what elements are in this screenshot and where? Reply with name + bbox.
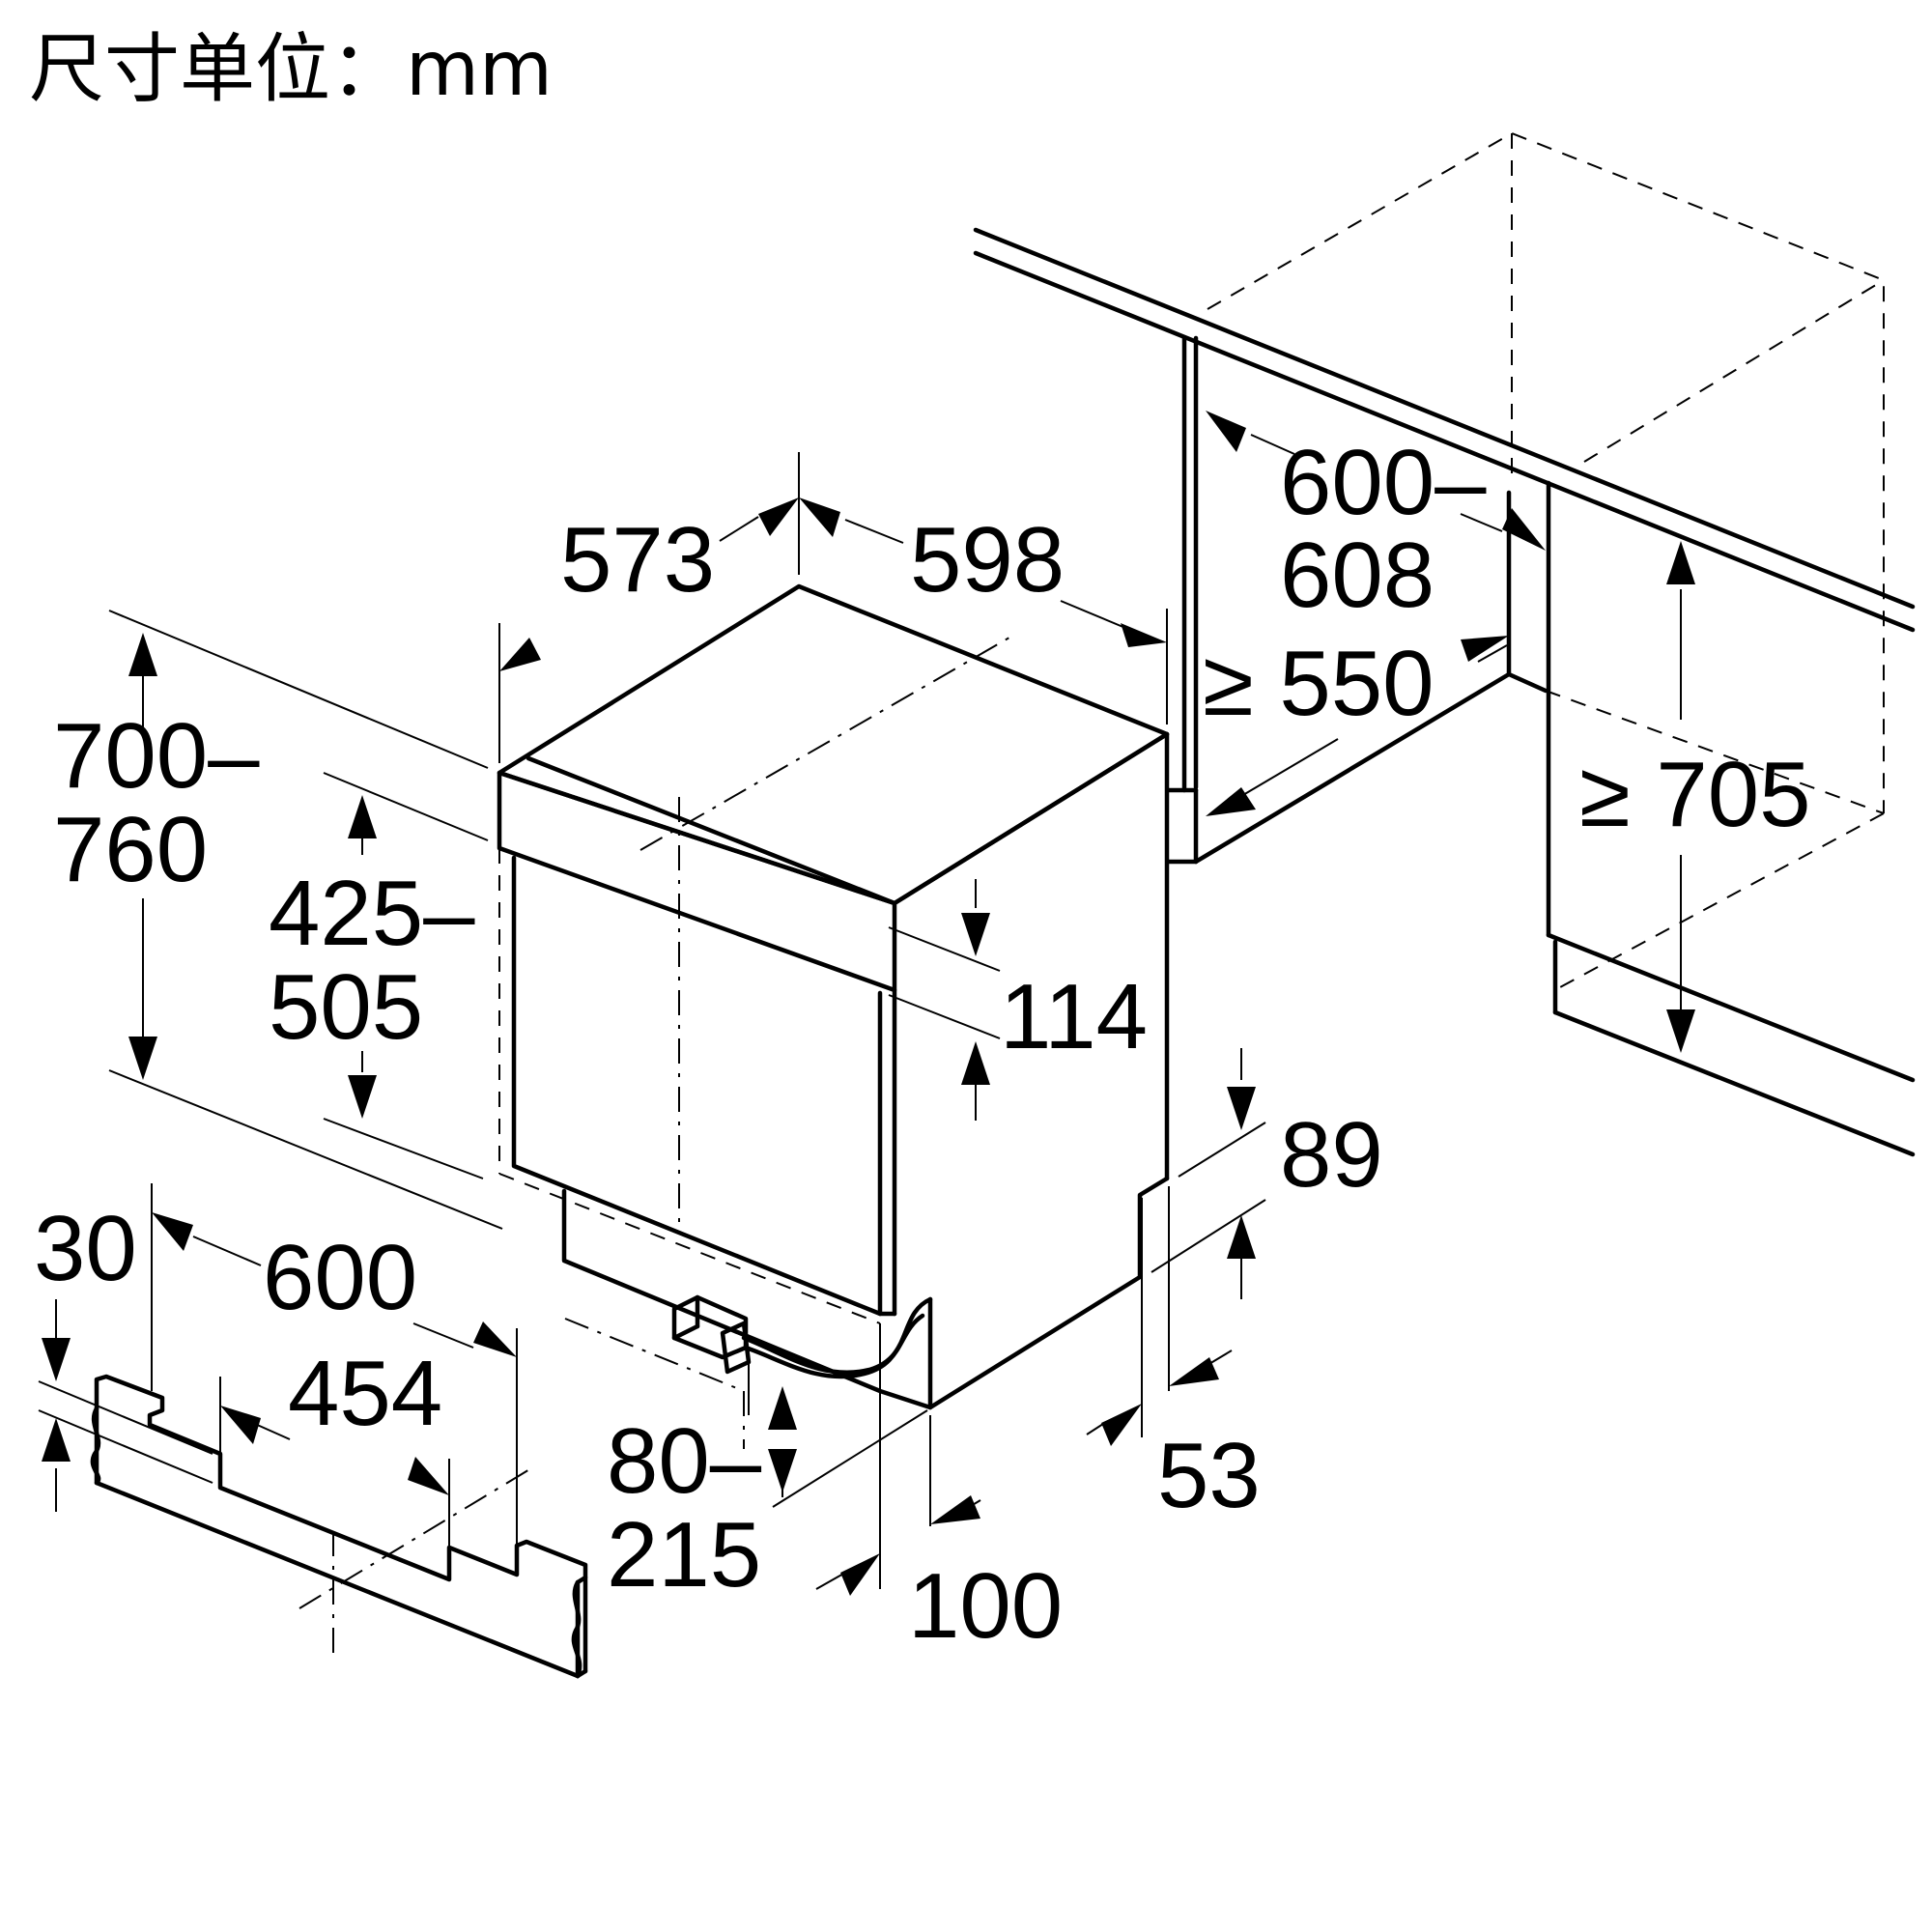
dim-panel-114: 114	[1000, 965, 1148, 1068]
dim-niche-width-line1: 600–	[1280, 431, 1487, 534]
dim-hose-line1: 80–	[607, 1409, 762, 1513]
dim-niche-height: ≥ 705	[1579, 743, 1811, 846]
dim-plinth-89: 89	[1280, 1103, 1383, 1207]
dimension-arrows	[42, 411, 1695, 1596]
dim-height-line1: 700–	[53, 704, 260, 808]
water-hose	[741, 1296, 933, 1376]
dishwasher-body	[497, 583, 1170, 1449]
dim-door-line1: 425–	[269, 862, 475, 965]
plinth-panel	[90, 1374, 588, 1679]
dim-hose-line2: 215	[607, 1503, 761, 1606]
dim-cutout-454: 454	[288, 1342, 442, 1445]
dim-gap-30: 30	[34, 1197, 137, 1300]
dim-niche-width-line2: 608	[1280, 524, 1435, 627]
dim-depth-573: 573	[560, 508, 715, 611]
dimension-lines	[38, 434, 1682, 1590]
dimension-labels: 573 598 600– 608 ≥ 550 ≥ 705 700– 760 42…	[34, 431, 1811, 1658]
dim-offset-100: 100	[908, 1554, 1063, 1658]
units-title: 尺寸单位：mm	[29, 26, 553, 113]
dim-width-598: 598	[910, 508, 1065, 611]
kitchen-niche	[973, 131, 1916, 1157]
dim-height-line2: 760	[53, 798, 208, 901]
dim-plinth-53: 53	[1157, 1424, 1261, 1527]
dim-door-line2: 505	[269, 955, 423, 1059]
dim-plinth-width-600: 600	[263, 1226, 417, 1329]
dim-niche-depth: ≥ 550	[1203, 632, 1435, 735]
